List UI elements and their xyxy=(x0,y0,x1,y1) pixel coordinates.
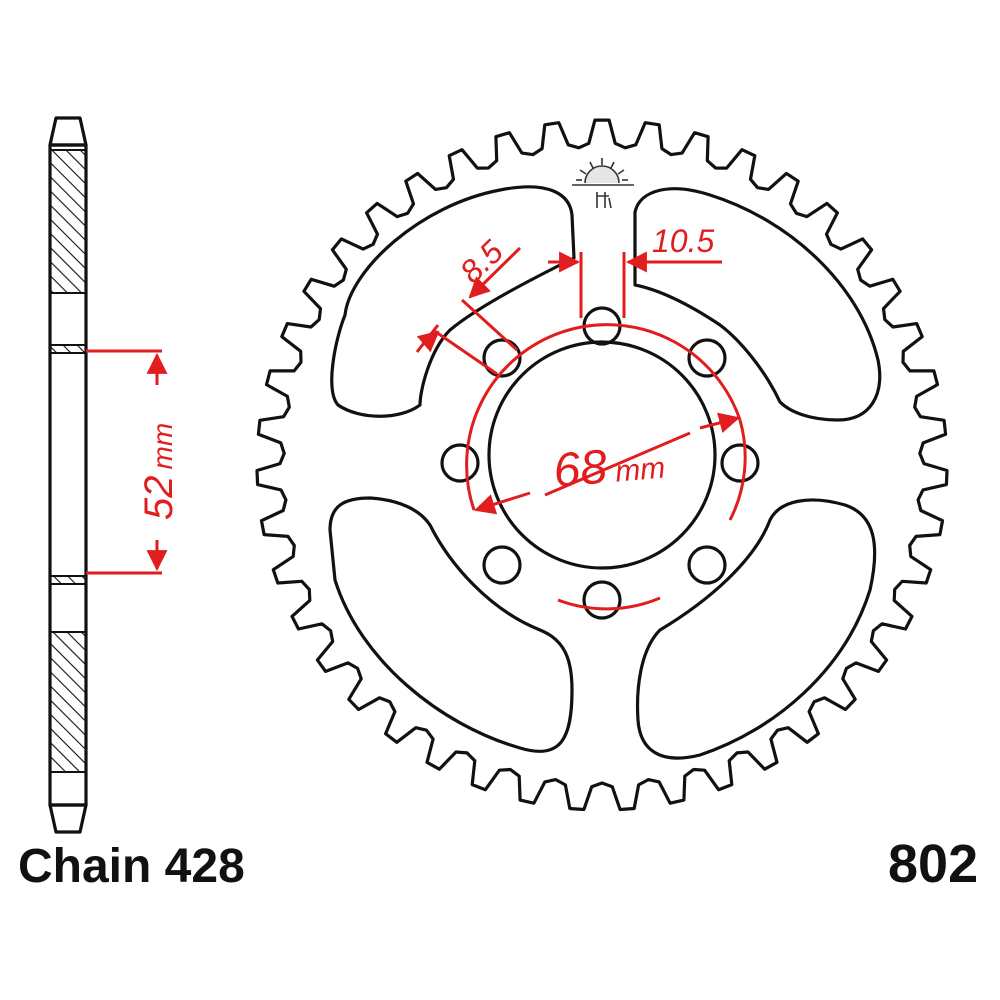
part-number: 802 xyxy=(888,834,978,894)
dimension-10-5: 10.5 xyxy=(548,223,722,318)
dimension-52-unit: mm xyxy=(147,423,178,470)
lightening-window-bottom-left xyxy=(328,496,574,753)
center-bore xyxy=(487,340,717,570)
sprocket-teeth-outline xyxy=(255,118,949,812)
bolt-hole-bottom xyxy=(582,580,622,620)
dimension-10-5-value: 10.5 xyxy=(652,223,714,259)
side-profile xyxy=(48,116,88,834)
bolt-hole-top-left xyxy=(482,338,522,378)
lightening-window-top-left xyxy=(330,185,576,418)
dimension-68-value: 68 xyxy=(551,440,609,497)
dimension-52-value: 52 xyxy=(137,476,181,521)
bolt-hole-bottom-left xyxy=(482,545,522,585)
bolt-hole-bottom-right xyxy=(687,545,727,585)
dimension-8-5: 8.5 xyxy=(415,233,522,376)
bolt-hole-right xyxy=(720,443,760,483)
chain-label: Chain 428 xyxy=(18,840,245,893)
sun-logo-icon xyxy=(572,158,634,209)
lightening-window-bottom-right xyxy=(635,498,877,760)
dimension-52mm: 52 mm xyxy=(86,349,181,575)
dimension-68-unit: mm xyxy=(614,451,667,488)
dimension-8-5-value: 8.5 xyxy=(453,233,510,290)
svg-text:52mm: 52 mm xyxy=(137,423,181,520)
lightening-window-top-right xyxy=(633,187,882,422)
bolt-hole-top-right xyxy=(687,338,727,378)
bolt-hole-left xyxy=(440,443,480,483)
